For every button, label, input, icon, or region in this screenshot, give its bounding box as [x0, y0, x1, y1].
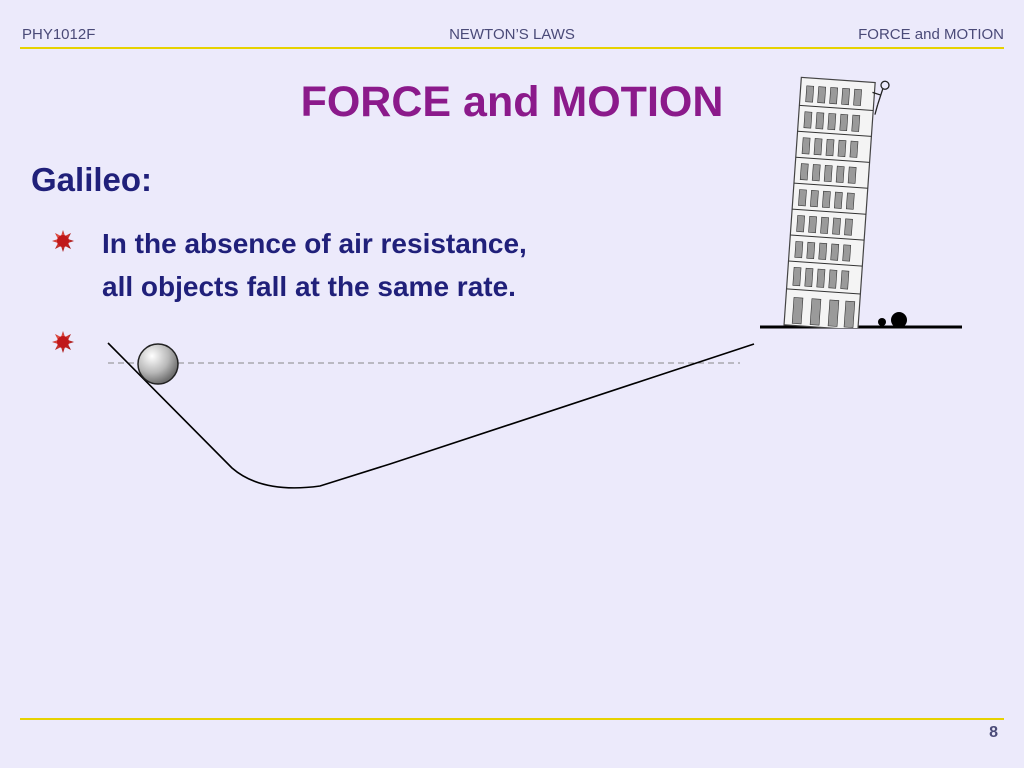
header-section: FORCE and MOTION: [858, 26, 1004, 43]
bullet-starburst-icon: [52, 331, 74, 353]
bullet-starburst-icon: [52, 230, 74, 252]
ramp-curve: [107, 342, 755, 489]
bullet-text: In the absence of air resistance, all ob…: [102, 222, 527, 308]
header-topic: NEWTON’S LAWS: [449, 26, 575, 43]
footer-divider: [20, 718, 1004, 720]
small-ball-icon: [878, 318, 886, 326]
large-ball-icon: [891, 312, 907, 328]
ball-icon: [137, 343, 179, 385]
leaning-tower-of-pisa-icon: [783, 76, 890, 328]
slide-heading: Galileo:: [31, 161, 153, 198]
page-number: 8: [989, 724, 998, 741]
header-divider: [20, 47, 1004, 49]
slide-title: FORCE and MOTION: [300, 78, 724, 126]
header-course-code: PHY1012F: [22, 26, 96, 43]
bullet-line: all objects fall at the same rate.: [102, 271, 516, 302]
bullet-line: In the absence of air resistance,: [102, 228, 527, 259]
